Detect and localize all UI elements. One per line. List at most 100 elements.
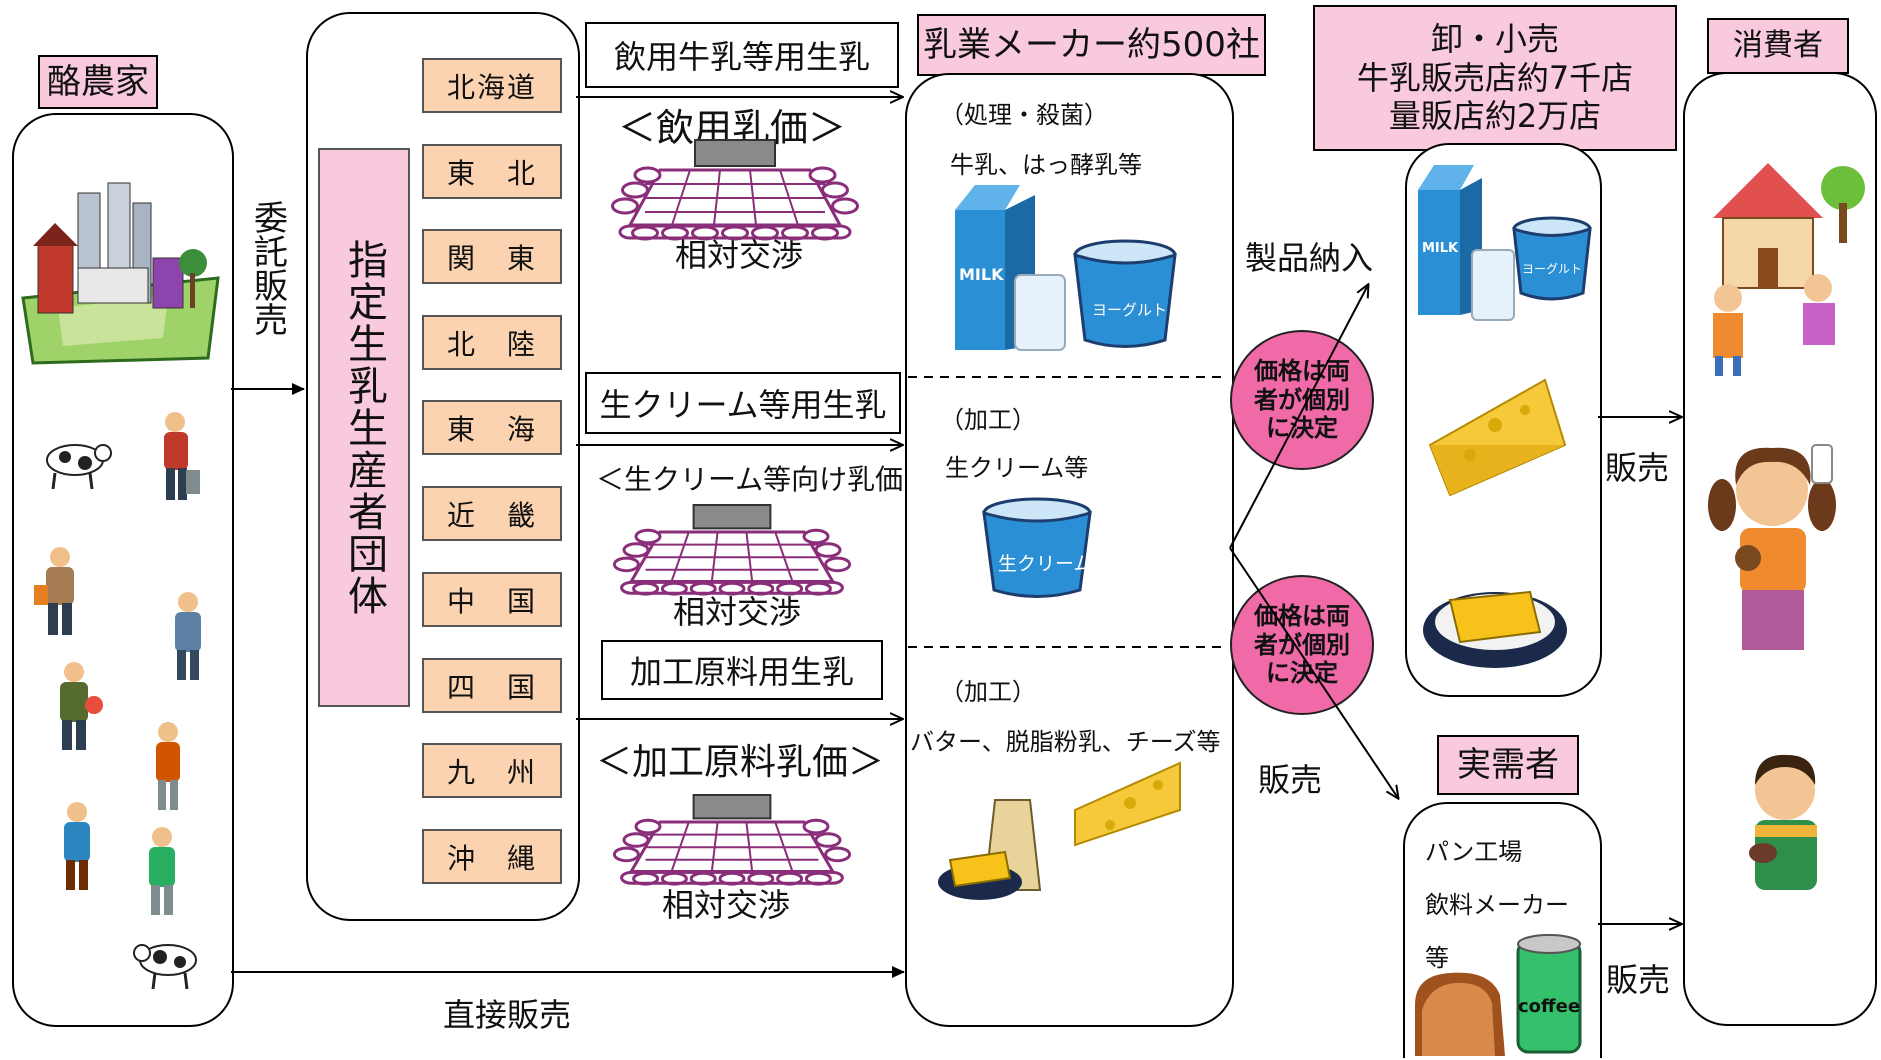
negotiation-table-icon bbox=[600, 138, 850, 238]
maker-s1-items: 牛乳、はっ酵乳等 bbox=[950, 145, 1142, 180]
region-label: 近 畿 bbox=[446, 498, 537, 532]
maker-s1-items-text: 牛乳、はっ酵乳等 bbox=[950, 151, 1142, 179]
farmer-icon bbox=[143, 720, 193, 815]
coffee-can-icon: coffee bbox=[1512, 930, 1587, 1056]
butter-icon bbox=[1420, 560, 1575, 675]
maker-s2-items: 生クリーム等 bbox=[945, 448, 1088, 483]
direct-sale-text: 直接販売 bbox=[443, 996, 572, 1034]
retail-header: 卸・小売 牛乳販売店約7千店 量販店約2万店 bbox=[1313, 5, 1677, 151]
maker-s3-items-text: バター、脱脂粉乳、チーズ等 bbox=[910, 728, 1221, 756]
region-okinawa: 沖 縄 bbox=[422, 829, 562, 884]
farmers-header: 酪農家 bbox=[38, 55, 158, 109]
users-header-label: 実需者 bbox=[1457, 744, 1559, 785]
butter-icon bbox=[935, 790, 1055, 905]
coffee-label: coffee bbox=[1518, 996, 1580, 1017]
consign-sale-label: 委託販売 bbox=[247, 200, 288, 345]
maker-s2-process: （加工） bbox=[940, 400, 1036, 435]
retail-header-label: 卸・小売 牛乳販売店約7千店 量販店約2万店 bbox=[1356, 20, 1634, 136]
price-decision-text: 価格は両者が個別に決定 bbox=[1254, 356, 1350, 443]
farmers-header-label: 酪農家 bbox=[47, 61, 149, 102]
cream-milk-label: 生クリーム等用生乳 bbox=[585, 372, 901, 434]
yogurt-icon: ヨーグルト bbox=[1510, 215, 1595, 305]
delivery-label: 製品納入 bbox=[1245, 233, 1373, 279]
drinking-milk-label-text: 飲用牛乳等用生乳 bbox=[613, 38, 870, 76]
region-tohoku: 東 北 bbox=[422, 144, 562, 199]
producer-group-title: 指定生乳生産者団体 bbox=[318, 148, 410, 707]
price-decision-oval: 価格は両者が個別に決定 bbox=[1230, 330, 1374, 470]
maker-s2-items-text: 生クリーム等 bbox=[945, 454, 1089, 482]
maker-s3-items: バター、脱脂粉乳、チーズ等 bbox=[910, 722, 1221, 757]
negotiation-text: 相対交渉 bbox=[662, 886, 791, 924]
cow-icon bbox=[130, 935, 205, 990]
farmer-icon bbox=[42, 660, 107, 755]
consumers-header: 消費者 bbox=[1707, 18, 1849, 74]
child-eating-icon bbox=[1725, 745, 1845, 895]
consumers-header-label: 消費者 bbox=[1733, 28, 1823, 63]
negotiation-label: 相対交渉 bbox=[662, 880, 790, 926]
producer-group-title-text: 指定生乳生産者団体 bbox=[341, 238, 387, 617]
region-chugoku: 中 国 bbox=[422, 572, 562, 627]
direct-sale-label: 直接販売 bbox=[443, 990, 571, 1036]
cow-icon bbox=[40, 435, 115, 490]
region-tokai: 東 海 bbox=[422, 400, 562, 455]
negotiation-table-icon bbox=[610, 500, 850, 595]
cream-milk-label-text: 生クリーム等用生乳 bbox=[599, 386, 887, 424]
sale-to-users-label: 販売 bbox=[1258, 755, 1322, 801]
maker-s1-process-text: （処理・殺菌） bbox=[940, 101, 1108, 129]
users-header: 実需者 bbox=[1437, 735, 1579, 795]
region-label: 東 北 bbox=[446, 156, 537, 190]
sale-users-consumers-label: 販売 bbox=[1606, 955, 1670, 1001]
girl-drinking-milk-icon bbox=[1700, 440, 1850, 665]
price-decision-oval: 価格は両者が個別に決定 bbox=[1230, 575, 1374, 715]
users-item-beverage: 飲料メーカー bbox=[1425, 885, 1569, 920]
farmer-icon bbox=[150, 410, 205, 505]
sale-to-users-text: 販売 bbox=[1258, 761, 1323, 799]
cheese-icon bbox=[1070, 755, 1185, 850]
users-item-text: 飲料メーカー bbox=[1425, 891, 1569, 919]
milk-carton-icon: MILK bbox=[1410, 160, 1520, 325]
sale-retail-label: 販売 bbox=[1605, 443, 1669, 489]
processing-milk-label-text: 加工原料用生乳 bbox=[629, 653, 854, 691]
cream-label: 生クリーム bbox=[998, 553, 1092, 575]
sale-users-consumers-text: 販売 bbox=[1606, 961, 1671, 999]
region-hokuriku: 北 陸 bbox=[422, 315, 562, 370]
milk-carton-label: MILK bbox=[959, 265, 1004, 284]
negotiation-label: 相対交渉 bbox=[673, 587, 801, 633]
negotiation-text: 相対交渉 bbox=[673, 593, 802, 631]
region-kinki: 近 畿 bbox=[422, 486, 562, 541]
region-kanto: 関 東 bbox=[422, 229, 562, 284]
maker-s3-process: （加工） bbox=[940, 672, 1036, 707]
region-label: 九 州 bbox=[446, 755, 537, 789]
yogurt-label: ヨーグルト bbox=[1092, 301, 1167, 319]
region-label: 四 国 bbox=[446, 670, 537, 704]
negotiation-label: 相対交渉 bbox=[675, 230, 803, 276]
farmer-icon bbox=[50, 800, 105, 895]
price-decision-text: 価格は両者が個別に決定 bbox=[1254, 601, 1350, 688]
negotiation-table-icon bbox=[610, 790, 850, 885]
drinking-milk-label: 飲用牛乳等用生乳 bbox=[585, 22, 899, 88]
maker-s3-process-text: （加工） bbox=[940, 678, 1036, 706]
users-item-text: 等 bbox=[1425, 944, 1449, 972]
region-label: 北 陸 bbox=[446, 327, 537, 361]
region-label: 沖 縄 bbox=[446, 841, 537, 875]
yogurt-icon: ヨーグルト bbox=[1070, 235, 1180, 355]
processing-milk-price-text: ＜加工原料乳価＞ bbox=[596, 742, 885, 783]
bread-icon bbox=[1410, 965, 1510, 1056]
users-item-etc: 等 bbox=[1425, 938, 1449, 973]
cheese-icon bbox=[1425, 375, 1570, 500]
yogurt-label: ヨーグルト bbox=[1522, 262, 1582, 276]
processing-milk-label: 加工原料用生乳 bbox=[601, 640, 883, 700]
sale-retail-text: 販売 bbox=[1605, 449, 1670, 487]
maker-s2-process-text: （加工） bbox=[940, 406, 1036, 434]
cream-milk-price-text: ＜生クリーム等向け乳価＞ bbox=[596, 463, 932, 496]
region-label: 北海道 bbox=[446, 70, 537, 104]
house-family-icon bbox=[1693, 148, 1871, 378]
region-label: 東 海 bbox=[446, 412, 537, 446]
farm-icon bbox=[18, 168, 223, 368]
region-label: 中 国 bbox=[446, 584, 537, 618]
makers-header-label: 乳業メーカー約500社 bbox=[923, 24, 1260, 65]
region-label: 関 東 bbox=[446, 241, 537, 275]
region-hokkaido: 北海道 bbox=[422, 58, 562, 113]
users-item-bakery: パン工場 bbox=[1425, 832, 1522, 867]
region-kyushu: 九 州 bbox=[422, 743, 562, 798]
